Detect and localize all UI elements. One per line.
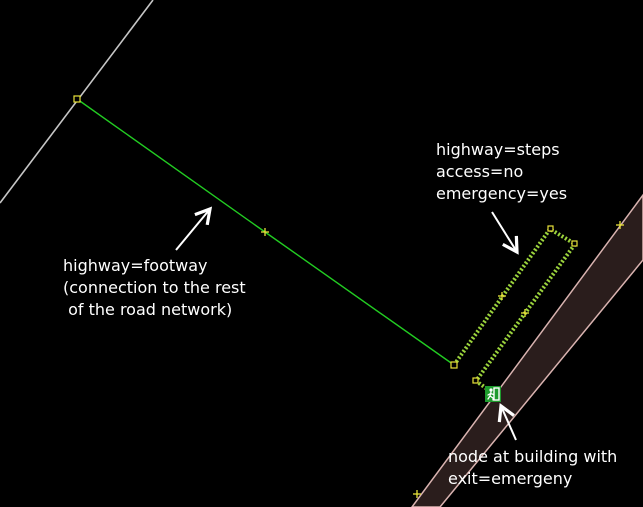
steps-line[interactable] <box>452 226 578 393</box>
exit-annotation: node at building with exit=emergeny <box>448 446 617 490</box>
annotation-line: node at building with <box>448 447 618 466</box>
footway-end-node[interactable] <box>450 361 458 369</box>
footway-arrow <box>175 206 213 251</box>
steps-midpoint-marker[interactable] <box>521 309 529 317</box>
steps-corner-node[interactable] <box>571 240 578 247</box>
building-area <box>411 193 643 507</box>
exit-icon-graphic <box>485 386 501 402</box>
steps-corner-node[interactable] <box>547 225 554 232</box>
building-midpoint-marker[interactable] <box>413 490 421 498</box>
steps-arrow <box>491 211 519 255</box>
footway-annotation: highway=footway (connection to the rest o… <box>63 255 246 321</box>
footway-midpoint-marker[interactable] <box>261 228 269 236</box>
steps-corner-node[interactable] <box>472 377 479 384</box>
steps-annotation: highway=steps access=no emergency=yes <box>436 139 567 205</box>
exit-arrow <box>497 403 517 441</box>
annotation-line: of the road network) <box>63 300 233 319</box>
footway-start-node[interactable] <box>73 95 81 103</box>
annotation-line: highway=steps <box>436 140 560 159</box>
steps-midpoint-marker[interactable] <box>498 292 506 300</box>
annotation-line: emergency=yes <box>436 184 568 203</box>
building-midpoint-marker[interactable] <box>616 221 624 229</box>
emergency-exit-icon[interactable] <box>485 386 501 402</box>
annotation-line: highway=footway <box>63 256 208 275</box>
annotation-line: (connection to the rest <box>63 278 246 297</box>
annotation-line: exit=emergeny <box>448 469 573 488</box>
annotation-line: access=no <box>436 162 524 181</box>
